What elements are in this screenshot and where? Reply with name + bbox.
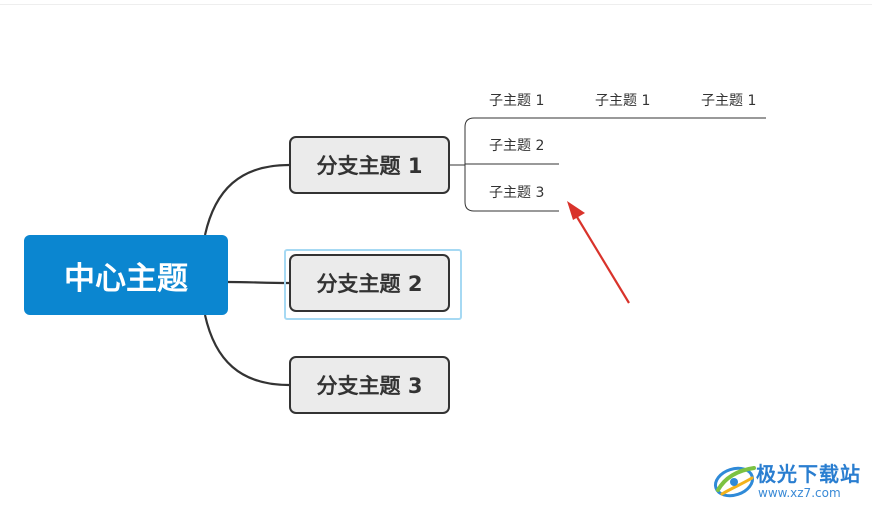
connector-central-branch-3	[203, 314, 290, 387]
central-topic[interactable]: 中心主题	[24, 235, 228, 315]
annotation-arrow-shaft	[573, 211, 630, 304]
subtopic-1-child[interactable]: 子主题 1	[595, 93, 651, 109]
watermark-url: www.xz7.com	[758, 486, 841, 500]
branch-topic-2[interactable]: 分支主题 2	[289, 254, 450, 312]
connector-central-branch-1	[203, 163, 290, 236]
watermark-logo-icon	[713, 466, 756, 498]
subtopic-3[interactable]: 子主题 3	[489, 185, 545, 201]
subtopic-2[interactable]: 子主题 2	[489, 138, 545, 154]
connector-central-branch-2	[227, 280, 290, 285]
selection-outline	[284, 249, 462, 320]
watermark-title: 极光下载站	[756, 462, 861, 486]
watermark: 极光下载站 www.xz7.com	[712, 456, 862, 504]
subtopic-1[interactable]: 子主题 1	[489, 93, 545, 109]
annotation-arrow-head	[567, 201, 585, 220]
branch-topic-3[interactable]: 分支主题 3	[289, 356, 450, 414]
subtopic-1-grandchild[interactable]: 子主题 1	[701, 93, 757, 109]
top-divider	[0, 4, 872, 5]
branch-topic-1[interactable]: 分支主题 1	[289, 136, 450, 194]
